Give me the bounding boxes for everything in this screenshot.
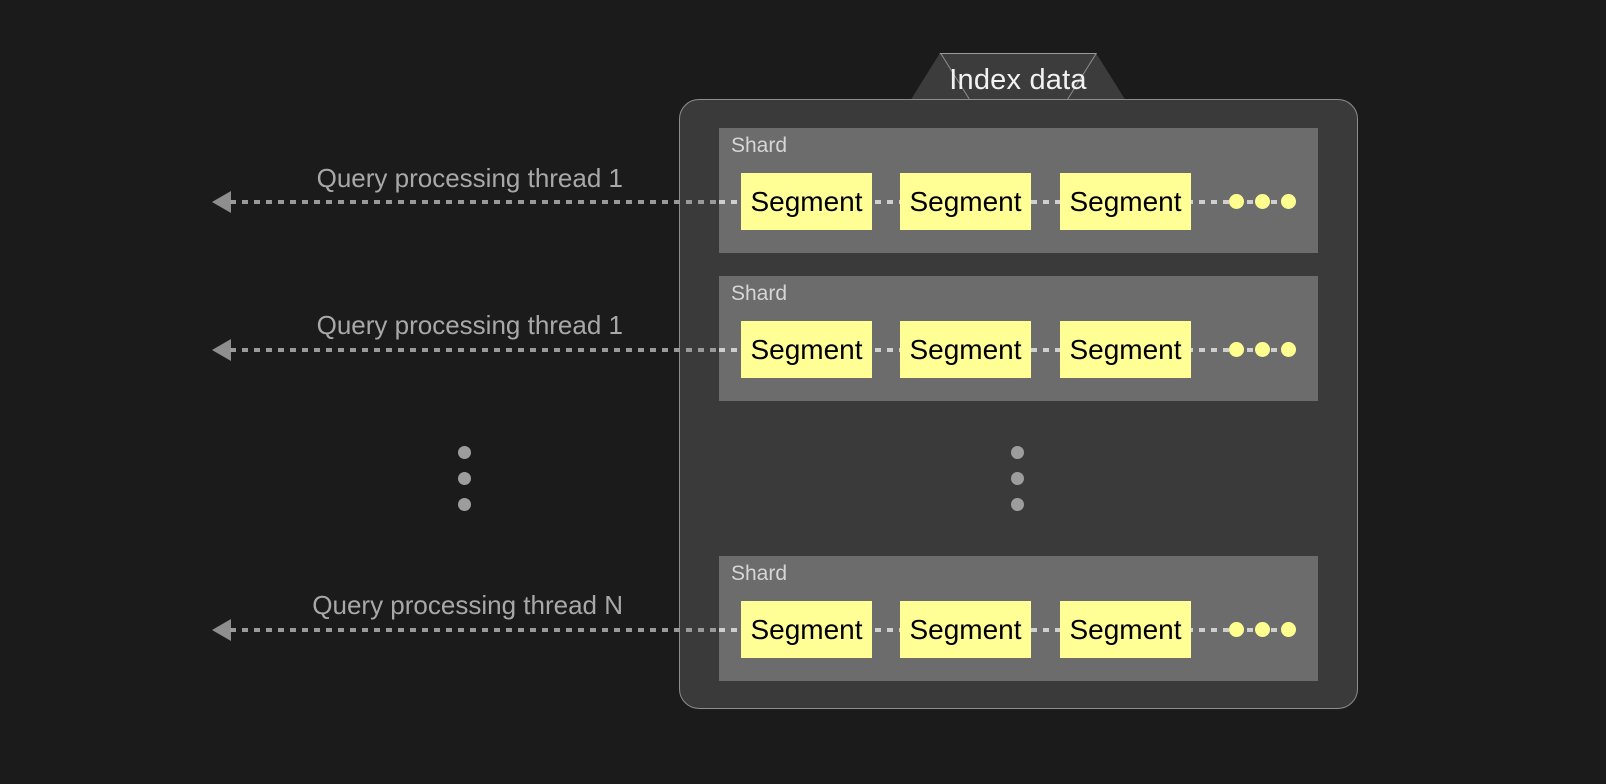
shard-row-1[interactable]: Shard Segment Segment Segment xyxy=(719,128,1318,253)
segment-box[interactable]: Segment xyxy=(741,601,872,658)
ellipsis-dot xyxy=(458,498,471,511)
connector-line-thread-2 xyxy=(230,348,739,352)
shard-label: Shard xyxy=(731,134,788,157)
thread-label-1: Query processing thread 1 xyxy=(316,163,623,193)
shard-label: Shard xyxy=(731,562,788,585)
arrow-head-thread-1 xyxy=(212,191,231,213)
segment-box[interactable]: Segment xyxy=(900,601,1031,658)
segment-box[interactable]: Segment xyxy=(741,321,872,378)
connector-line-thread-1 xyxy=(230,200,739,204)
more-dot xyxy=(1255,194,1270,209)
more-dot xyxy=(1229,622,1244,637)
ellipsis-dot xyxy=(1011,446,1024,459)
shard-row-2[interactable]: Shard Segment Segment Segment xyxy=(719,276,1318,401)
arrow-head-thread-2 xyxy=(212,339,231,361)
shard-label: Shard xyxy=(731,282,788,305)
ellipsis-dot xyxy=(1011,472,1024,485)
arrow-head-thread-n xyxy=(212,619,231,641)
connector-line-thread-n xyxy=(230,628,739,632)
more-dot xyxy=(1281,194,1296,209)
more-dot xyxy=(1255,342,1270,357)
thread-label-2: Query processing thread 1 xyxy=(316,310,623,340)
ellipsis-dot xyxy=(458,446,471,459)
more-dot xyxy=(1229,342,1244,357)
segment-box[interactable]: Segment xyxy=(1060,173,1191,230)
more-dot xyxy=(1281,622,1296,637)
segment-box[interactable]: Segment xyxy=(900,321,1031,378)
more-dot xyxy=(1229,194,1244,209)
more-dot xyxy=(1281,342,1296,357)
segment-box[interactable]: Segment xyxy=(900,173,1031,230)
more-dot xyxy=(1255,622,1270,637)
segment-box[interactable]: Segment xyxy=(1060,601,1191,658)
page-title: Index data xyxy=(949,63,1087,96)
segment-box[interactable]: Segment xyxy=(741,173,872,230)
ellipsis-dot xyxy=(458,472,471,485)
ellipsis-dot xyxy=(1011,498,1024,511)
segment-box[interactable]: Segment xyxy=(1060,321,1191,378)
shard-row-3[interactable]: Shard Segment Segment Segment xyxy=(719,556,1318,681)
thread-label-3: Query processing thread N xyxy=(312,590,623,620)
